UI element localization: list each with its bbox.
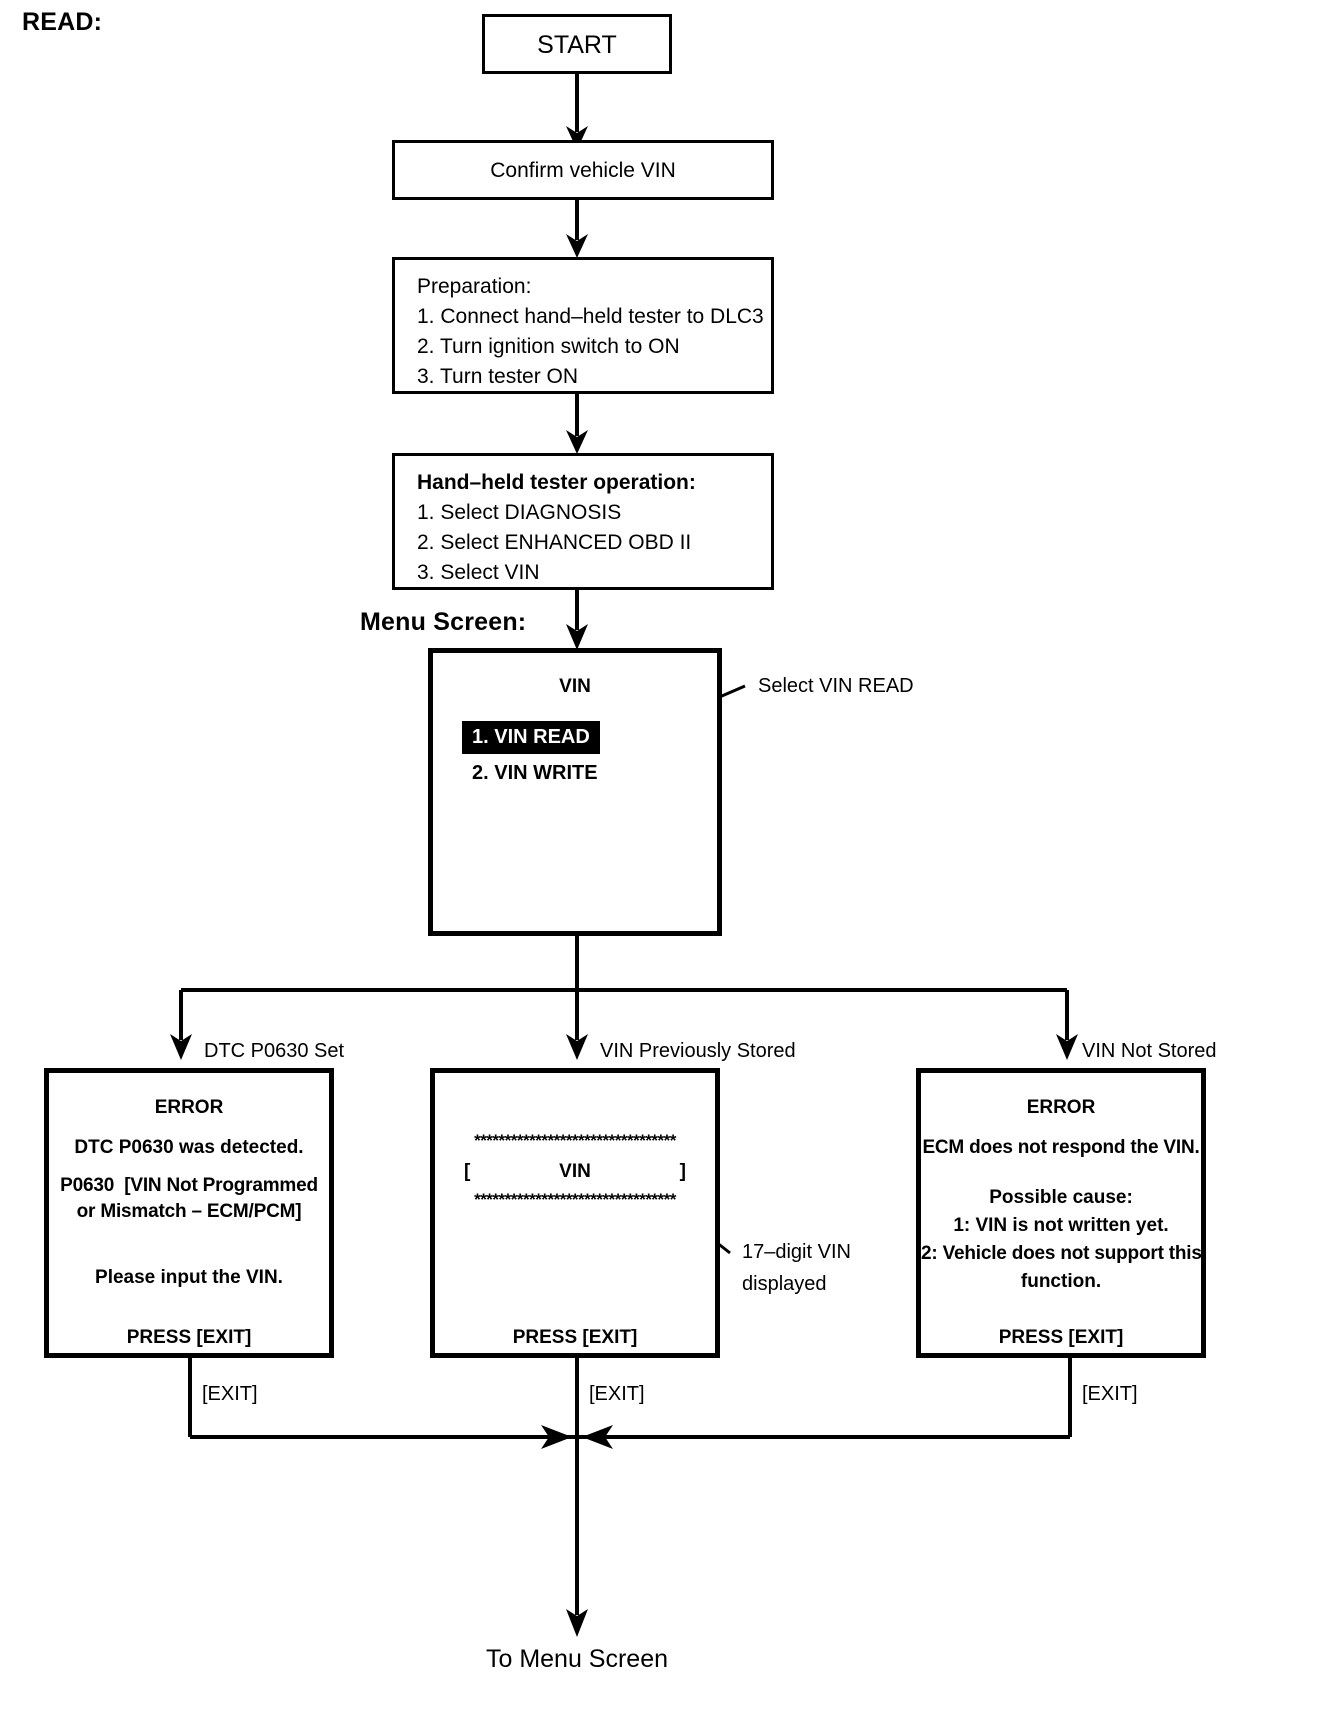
screen-error-dtc-line-4: Please input the VIN.: [95, 1267, 283, 1288]
screen-error-dtc-title: ERROR: [154, 1097, 224, 1118]
node-preparation-step-1: 1. Connect hand–held tester to DLC3: [417, 305, 764, 328]
node-preparation-step-3: 3. Turn tester ON: [417, 365, 579, 388]
node-start-label: START: [537, 31, 617, 59]
screen-error-dtc-line-3: or Mismatch – ECM/PCM]: [76, 1201, 302, 1222]
node-tester-operation: Hand–held tester operation: 1. Select DI…: [392, 453, 774, 590]
callout-17-digit-vin-line1: 17–digit VIN: [742, 1241, 851, 1263]
callout-select-vin-read: Select VIN READ: [758, 675, 914, 697]
exit-tag-left: [EXIT]: [202, 1383, 258, 1405]
screen-error-no-vin-line-1: ECM does not respond the VIN.: [922, 1137, 1200, 1158]
screen-error-dtc-line-2: P0630 [VIN Not Programmed: [60, 1175, 318, 1196]
node-tester-operation-step-1: 1. Select DIAGNOSIS: [417, 501, 622, 524]
node-confirm-vin: Confirm vehicle VIN: [392, 140, 774, 200]
screen-vin-stored-stars-top: *********************************: [474, 1131, 676, 1150]
menu-item-vin-read[interactable]: 1. VIN READ: [462, 721, 600, 754]
screen-error-no-vin[interactable]: ERROR ECM does not respond the VIN. Poss…: [916, 1068, 1206, 1358]
screen-error-no-vin-line-3: 1: VIN is not written yet.: [953, 1215, 1169, 1236]
screen-vin-stored-vin-text: VIN: [559, 1161, 591, 1182]
menu-screen-label: Menu Screen:: [360, 608, 527, 636]
exit-tag-middle: [EXIT]: [589, 1383, 645, 1405]
node-start: START: [482, 14, 672, 74]
node-tester-operation-step-3: 3. Select VIN: [417, 561, 540, 584]
callout-17-digit-vin-line2: displayed: [742, 1273, 827, 1295]
screen-vin-stored-bracket-close: ]: [679, 1161, 686, 1182]
screen-vin-stored-stars-bottom: *********************************: [474, 1190, 676, 1209]
branch-label-dtc-set: DTC P0630 Set: [204, 1040, 345, 1062]
screen-error-dtc-press[interactable]: PRESS [EXIT]: [126, 1327, 252, 1348]
footer-to-menu-screen: To Menu Screen: [485, 1645, 669, 1673]
screen-vin-stored-bracket-open: [: [464, 1161, 471, 1182]
screen-error-dtc-line-1: DTC P0630 was detected.: [74, 1137, 304, 1158]
menu-item-vin-write[interactable]: 2. VIN WRITE: [472, 762, 598, 784]
node-preparation-title: Preparation:: [417, 275, 532, 298]
node-preparation-step-2: 2. Turn ignition switch to ON: [417, 335, 680, 358]
screen-error-no-vin-line-5: function.: [1020, 1271, 1102, 1292]
branch-label-vin-not-stored: VIN Not Stored: [1082, 1040, 1217, 1062]
screen-vin-stored[interactable]: ********************************* [ VIN …: [430, 1068, 720, 1358]
screen-error-no-vin-line-4: 2: Vehicle does not support this: [921, 1243, 1202, 1264]
screen-menu[interactable]: VIN 1. VIN READ 2. VIN WRITE: [428, 648, 722, 936]
screen-menu-title: VIN: [559, 676, 591, 697]
screen-error-no-vin-press[interactable]: PRESS [EXIT]: [998, 1327, 1124, 1348]
node-confirm-vin-label: Confirm vehicle VIN: [490, 159, 676, 182]
node-tester-operation-step-2: 2. Select ENHANCED OBD II: [417, 531, 692, 554]
node-tester-operation-title: Hand–held tester operation:: [417, 471, 696, 494]
branch-label-vin-stored: VIN Previously Stored: [600, 1040, 796, 1062]
screen-error-no-vin-title: ERROR: [1026, 1097, 1096, 1118]
exit-tag-right: [EXIT]: [1082, 1383, 1138, 1405]
screen-error-dtc[interactable]: ERROR DTC P0630 was detected. P0630 [VIN…: [44, 1068, 334, 1358]
screen-error-no-vin-line-2: Possible cause:: [989, 1187, 1133, 1208]
screen-vin-stored-press[interactable]: PRESS [EXIT]: [512, 1327, 638, 1348]
node-preparation: Preparation: 1. Connect hand–held tester…: [392, 257, 774, 394]
page-title: READ:: [22, 8, 103, 36]
